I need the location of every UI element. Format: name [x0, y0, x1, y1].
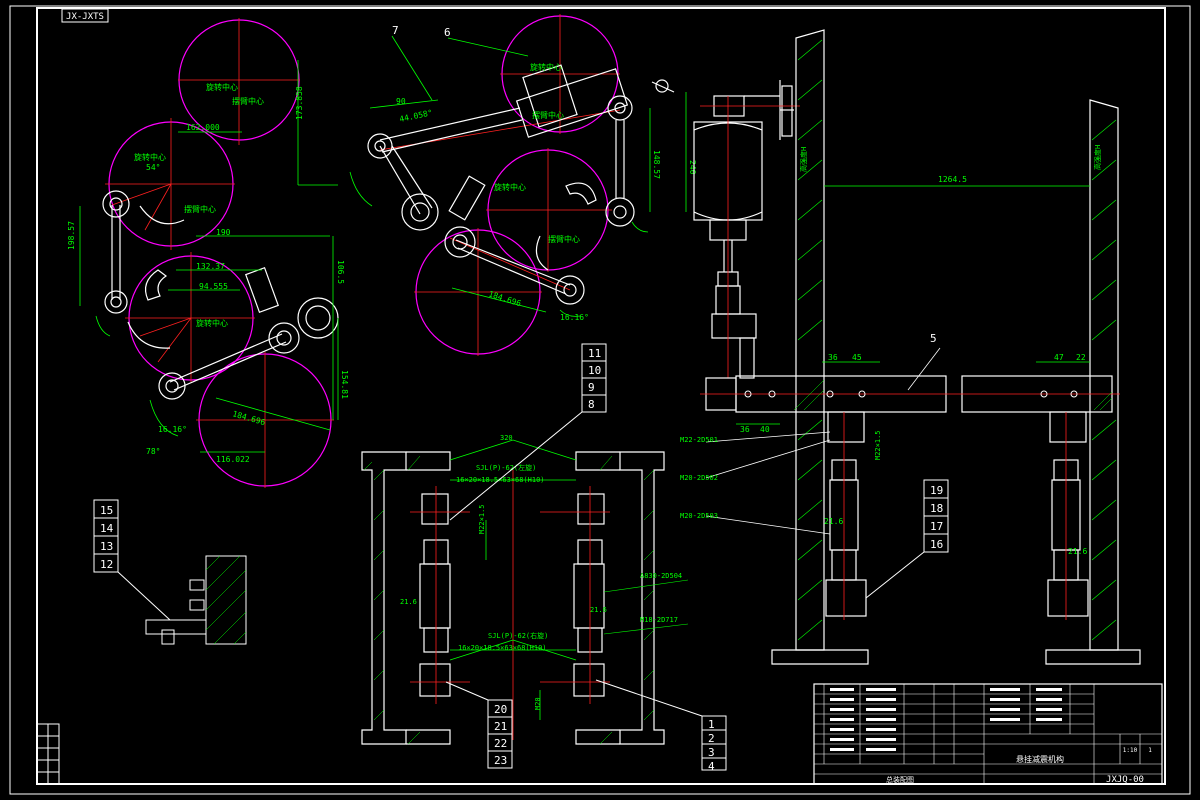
outer-border — [9, 5, 1191, 795]
svg-text:198.57: 198.57 — [67, 221, 76, 250]
svg-text:旋转中心: 旋转中心 — [196, 318, 228, 328]
svg-text:54°: 54° — [146, 163, 160, 172]
svg-text:4: 4 — [708, 760, 715, 773]
svg-text:90: 90 — [396, 97, 406, 106]
title-block: 悬挂减震机构 总装配图 JXJQ-00 1:10 1 — [813, 683, 1163, 785]
svg-text:M22×1.5: M22×1.5 — [874, 430, 882, 460]
svg-text:高强度H: 高强度H — [1093, 145, 1102, 170]
svg-text:190: 190 — [216, 228, 231, 237]
svg-text:旋转中心: 旋转中心 — [494, 182, 526, 192]
svg-text:摆臂中心: 摆臂中心 — [232, 96, 264, 106]
svg-text:173.858: 173.858 — [295, 86, 304, 120]
svg-text:47: 47 — [1054, 353, 1064, 362]
svg-text:M18-2D717: M18-2D717 — [640, 616, 678, 624]
svg-text:16×20×18.5×63×68(H10): 16×20×18.5×63×68(H10) — [456, 476, 545, 484]
svg-text:旋转中心: 旋转中心 — [530, 62, 562, 72]
svg-text:45: 45 — [852, 353, 862, 362]
svg-text:19: 19 — [930, 484, 943, 497]
svg-text:13: 13 — [100, 540, 113, 553]
svg-text:6: 6 — [444, 26, 451, 39]
svg-text:162.000: 162.000 — [186, 123, 220, 132]
svg-text:22: 22 — [1076, 353, 1086, 362]
svg-text:36: 36 — [740, 425, 750, 434]
svg-text:摆臂中心: 摆臂中心 — [548, 234, 580, 244]
svg-text:M22×1.5: M22×1.5 — [478, 504, 486, 534]
svg-text:高强度H: 高强度H — [799, 147, 808, 172]
svg-text:78°: 78° — [146, 447, 160, 456]
svg-text:16×20×18.5×63×68(H10): 16×20×18.5×63×68(H10) — [458, 644, 547, 652]
svg-text:旋转中心: 旋转中心 — [206, 82, 238, 92]
svg-text:16: 16 — [930, 538, 943, 551]
svg-text:154.81: 154.81 — [340, 370, 349, 399]
svg-text:16.16°: 16.16° — [560, 313, 589, 322]
svg-text:3: 3 — [708, 746, 715, 759]
right-frame: 1264.5 高强度H 高强度H 36 45 47 22 36 40 5 — [680, 29, 1141, 665]
svg-text:44.058°: 44.058° — [399, 108, 434, 124]
drawing-number: JXJQ-00 — [1106, 775, 1144, 785]
svg-text:A830-2D504: A830-2D504 — [640, 572, 682, 580]
svg-text:15: 15 — [100, 504, 113, 517]
svg-text:106.5: 106.5 — [336, 260, 345, 284]
svg-text:M20-2D502: M20-2D502 — [680, 474, 718, 482]
svg-text:94.555: 94.555 — [199, 282, 228, 291]
svg-text:20: 20 — [494, 703, 507, 716]
svg-text:184.696: 184.696 — [231, 409, 266, 427]
svg-text:21.6: 21.6 — [824, 517, 843, 526]
svg-text:132.37: 132.37 — [196, 262, 225, 271]
svg-text:9: 9 — [588, 381, 595, 394]
svg-text:21: 21 — [494, 720, 507, 733]
svg-text:21.6: 21.6 — [590, 606, 607, 614]
svg-text:11: 11 — [588, 347, 601, 360]
svg-text:SJL(P)-62(左旋): SJL(P)-62(左旋) — [476, 463, 536, 472]
svg-text:10: 10 — [588, 364, 601, 377]
bracket-detail: 15 14 13 12 — [93, 499, 247, 645]
svg-text:23: 23 — [494, 754, 507, 767]
left-revision-table — [36, 723, 60, 785]
sheet-code-box: JX-JXTS — [61, 8, 109, 23]
svg-text:21.6: 21.6 — [400, 598, 417, 606]
title-block-title: 悬挂减震机构 — [1016, 754, 1064, 764]
svg-text:14: 14 — [100, 522, 114, 535]
svg-text:2: 2 — [708, 732, 715, 745]
svg-text:148.57: 148.57 — [652, 150, 661, 179]
left-linkage-assembly: 190 132.37 94.555 106.5 198.57 154.81 17… — [67, 18, 349, 488]
svg-text:320: 320 — [500, 434, 513, 442]
svg-text:SJL(P)-62(右旋): SJL(P)-62(右旋) — [488, 631, 548, 640]
svg-text:21.6: 21.6 — [1068, 547, 1087, 556]
svg-text:摆臂中心: 摆臂中心 — [532, 110, 564, 120]
svg-text:旋转中心: 旋转中心 — [134, 152, 166, 162]
title-block-scale: 1:10 — [1123, 747, 1138, 754]
svg-text:5: 5 — [930, 332, 937, 345]
svg-text:7: 7 — [392, 24, 399, 37]
svg-text:18: 18 — [930, 502, 943, 515]
svg-text:1264.5: 1264.5 — [938, 175, 967, 184]
svg-text:8: 8 — [588, 398, 595, 411]
svg-text:1: 1 — [708, 718, 715, 731]
svg-text:摆臂中心: 摆臂中心 — [184, 204, 216, 214]
svg-text:36: 36 — [828, 353, 838, 362]
svg-text:40: 40 — [760, 425, 770, 434]
sheet-code: JX-JXTS — [66, 12, 104, 22]
svg-text:M20: M20 — [534, 697, 542, 710]
title-block-sheet: 1 — [1148, 747, 1152, 754]
svg-text:M20-2D503: M20-2D503 — [680, 512, 718, 520]
svg-text:240: 240 — [688, 160, 697, 175]
svg-text:17: 17 — [930, 520, 943, 533]
svg-text:12: 12 — [100, 558, 113, 571]
svg-text:16.16°: 16.16° — [158, 425, 187, 434]
damper-assembly-front-view: 320 SJL(P)-62(左旋) 16×20×18.5×63×68(H10) … — [361, 343, 727, 773]
svg-text:22: 22 — [494, 737, 507, 750]
hydraulic-cylinder — [693, 80, 794, 379]
svg-text:116.022: 116.022 — [216, 455, 250, 464]
middle-linkage-assembly: 90 44.058° 240 148.57 184.696 16.16° 旋转中… — [349, 14, 697, 356]
title-block-sub: 总装配图 — [886, 775, 914, 784]
svg-text:M22-2D501: M22-2D501 — [680, 436, 718, 444]
drawing-frame — [36, 7, 1166, 785]
